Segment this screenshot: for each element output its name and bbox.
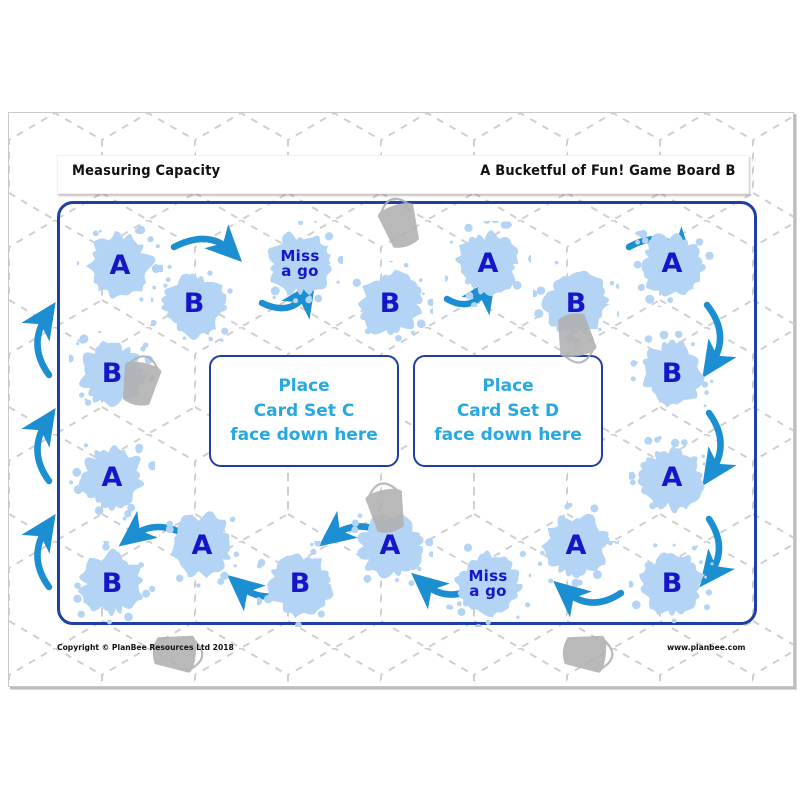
board-space-s7[interactable]: A <box>629 221 715 307</box>
splat-icon <box>537 503 619 588</box>
splat-icon <box>257 541 334 627</box>
board-space-s5[interactable]: A <box>445 221 531 307</box>
bucket-icon <box>562 635 614 673</box>
splat-icon <box>445 221 531 307</box>
splat-icon <box>630 331 714 408</box>
splat-icon <box>159 511 240 588</box>
splat-icon <box>633 229 714 307</box>
card-d-line3: face down here <box>434 425 582 446</box>
worksheet-page: Measuring Capacity A Bucketful of Fun! G… <box>8 112 794 687</box>
splat-icon <box>73 541 155 625</box>
card-c-line3: face down here <box>230 425 378 446</box>
splat-icon <box>77 225 163 302</box>
bucket-icon <box>152 635 204 673</box>
copyright-text: Copyright © PlanBee Resources Ltd 2018 <box>57 643 234 652</box>
board-space-s16[interactable]: B <box>69 541 155 627</box>
splat-icon <box>151 264 233 342</box>
board-space-s14[interactable]: B <box>257 541 343 627</box>
card-c-line1: Place <box>278 376 330 397</box>
board-title: A Bucketful of Fun! Game Board B <box>480 163 736 179</box>
website-link[interactable]: www.planbee.com <box>666 643 745 652</box>
splat-icon <box>629 543 714 624</box>
splat-icon <box>352 261 433 342</box>
splat-icon <box>69 443 155 521</box>
board-space-s15[interactable]: A <box>159 503 245 589</box>
splat-icon <box>629 435 706 514</box>
splat-icon <box>351 507 433 587</box>
splat-icon <box>533 261 619 346</box>
board-space-s11[interactable]: A <box>533 503 619 589</box>
card-d-line1: Place <box>482 376 534 397</box>
board-space-s13[interactable]: A <box>347 503 433 589</box>
board-space-s2[interactable]: B <box>151 261 237 347</box>
card-c-line2: Card Set C <box>253 400 355 421</box>
board-space-s6[interactable]: B <box>533 261 619 347</box>
page-title: Measuring Capacity <box>72 163 221 179</box>
board-space-s18[interactable]: B <box>69 331 155 417</box>
card-set-d-placeholder[interactable]: Place Card Set D face down here <box>413 355 603 467</box>
card-d-line2: Card Set D <box>456 400 560 421</box>
splat-icon <box>446 543 531 627</box>
card-set-c-placeholder[interactable]: Place Card Set C face down here <box>209 355 399 467</box>
board-space-s17[interactable]: A <box>69 435 155 521</box>
board-space-s9[interactable]: A <box>629 435 715 521</box>
header-bar: Measuring Capacity A Bucketful of Fun! G… <box>57 155 749 194</box>
splat-icon <box>69 331 155 408</box>
board-space-s4[interactable]: B <box>347 261 433 347</box>
board-space-s8[interactable]: B <box>629 331 715 417</box>
board-space-s10[interactable]: B <box>629 541 715 627</box>
splat-icon <box>267 221 343 304</box>
